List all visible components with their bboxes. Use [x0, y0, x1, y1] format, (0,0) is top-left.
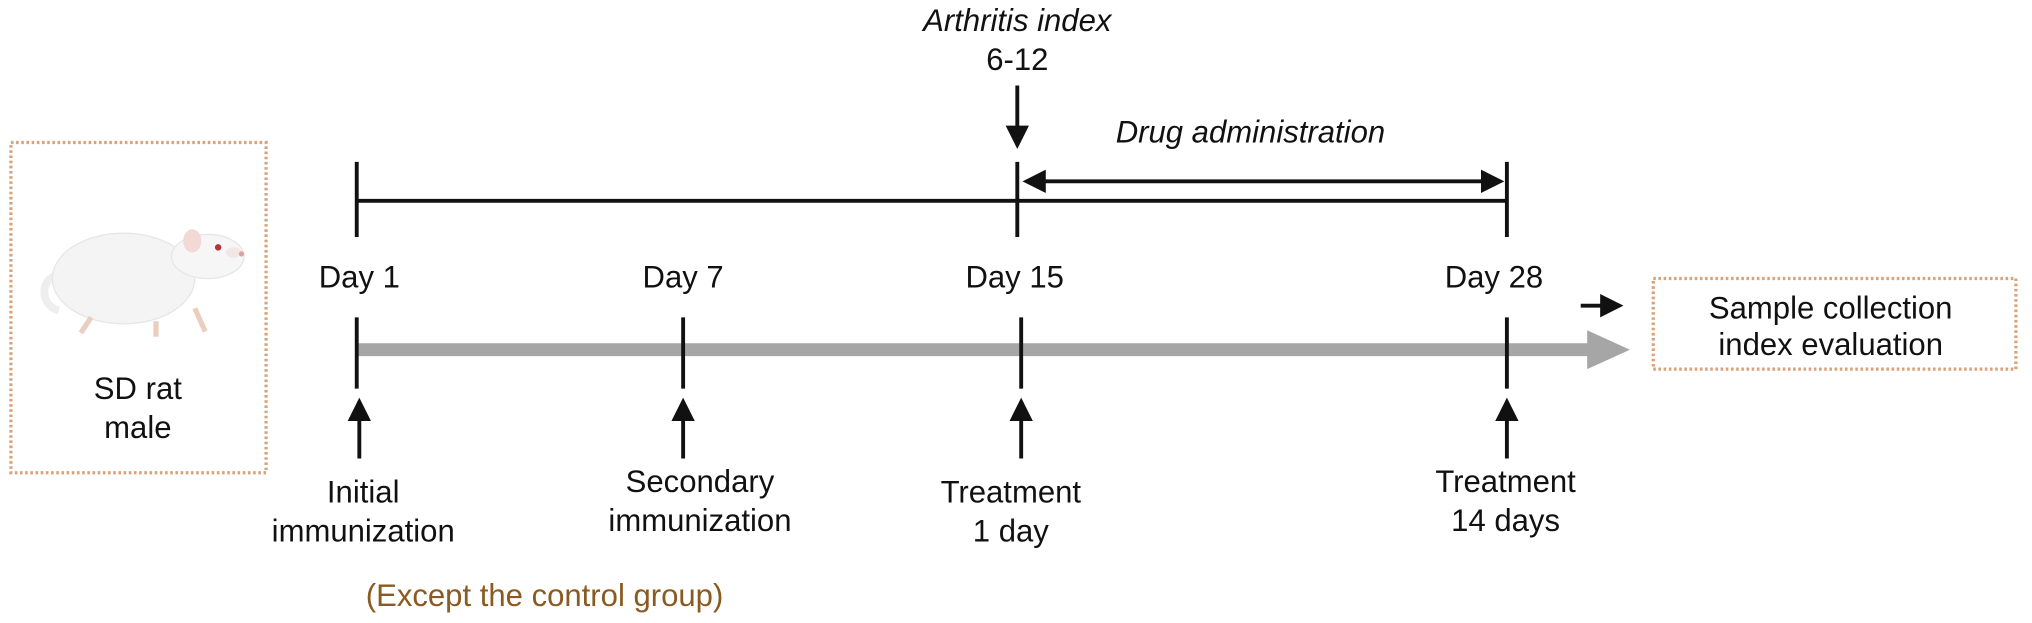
event-label: Treatment: [1435, 464, 1576, 499]
subject-line2: male: [104, 410, 171, 445]
subject-line1: SD rat: [94, 371, 182, 406]
day-label: Day 28: [1445, 260, 1543, 295]
event-label: Secondary: [626, 464, 775, 499]
event-label: immunization: [272, 513, 455, 548]
event-label: Treatment: [941, 475, 1082, 510]
drug-administration-label: Drug administration: [1116, 114, 1385, 149]
top-period-line: [354, 161, 1509, 238]
timeline-arrow: [356, 330, 1630, 370]
rat-image: [40, 229, 245, 337]
timeline-ticks: [354, 317, 1509, 389]
arthritis-index-label: Arthritis index: [921, 3, 1113, 38]
event-label: 1 day: [973, 513, 1049, 548]
day-label: Day 1: [319, 260, 400, 295]
outcome-line2: index evaluation: [1718, 327, 1943, 362]
outcome-box: Sample collection index evaluation: [1651, 276, 2018, 371]
arthritis-index-range: 6-12: [986, 42, 1048, 77]
outcome-line1: Sample collection: [1709, 291, 1953, 326]
control-group-note: (Except the control group): [366, 578, 724, 613]
event-label: immunization: [608, 503, 791, 538]
event-label: 14 days: [1451, 503, 1560, 538]
day-label: Day 7: [643, 260, 724, 295]
subject-box: SD rat male: [9, 140, 268, 475]
day-label: Day 15: [965, 260, 1063, 295]
event-label: Initial: [327, 475, 400, 510]
